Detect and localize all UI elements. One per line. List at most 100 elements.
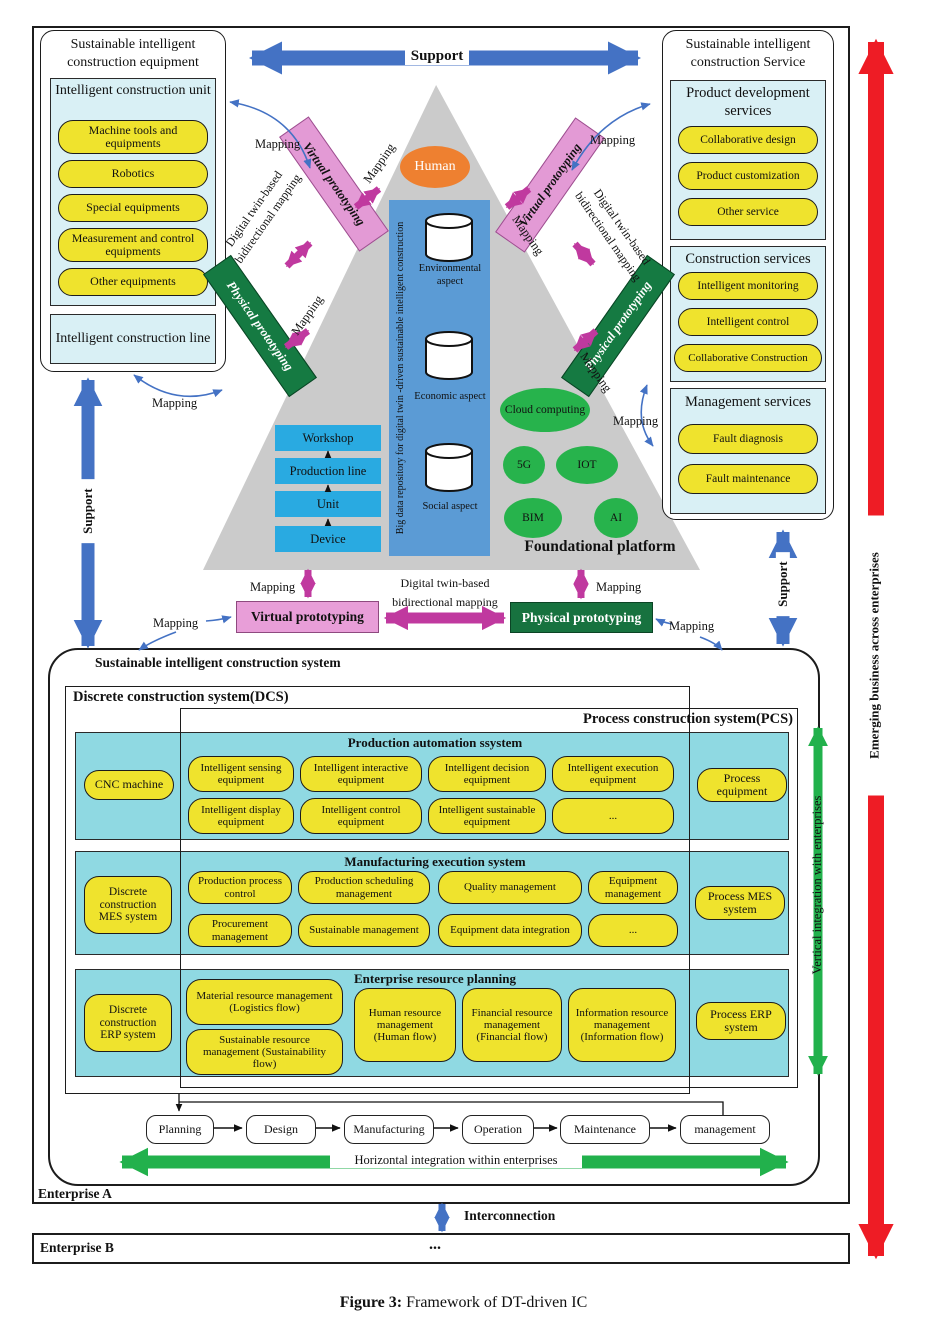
row-pill: Intelligent execution equipment [552,756,674,792]
foundational-platform-label: Foundational platform [524,538,676,555]
dt-mapping-line2: bidirectional mapping [392,594,498,609]
row-pill: Equipment data integration [438,914,582,947]
mapping-label: Mapping [153,616,199,630]
figure-caption-label: Figure 3: [339,1294,403,1311]
enterprise-b-label: Enterprise B [40,1240,114,1255]
cnc-machine-pill: CNC machine [84,770,174,800]
row-pill: Financial resource management (Financial… [462,988,562,1062]
row-pill: Intelligent sustainable equipment [428,798,546,834]
row-pill: Intelligent control equipment [300,798,422,834]
dcs-box [65,686,690,1094]
row-pill: Production process control [188,871,292,904]
mapping-label: Mapping [596,580,642,594]
row-pill: Information resource management (Informa… [568,988,676,1062]
row-pill: Intelligent display equipment [188,798,294,834]
tech-5g: 5G [503,446,545,484]
service-pill: Collaborative design [678,126,818,154]
level-production-line: Production line [275,458,381,484]
level-device: Device [275,526,381,552]
pcs-box [180,708,798,1088]
tech-cloud-computing: Cloud computing [500,388,590,432]
unit-box-title: Intelligent construction unit [55,83,211,98]
horizontal-integration-label: Horizontal integration within enterprise… [330,1153,582,1168]
construction-services-title: Construction services [685,251,811,267]
service-panel-title: Sustainable intelligent construction Ser… [685,37,811,70]
row-pill: Human resource management (Human flow) [354,988,456,1062]
level-workshop: Workshop [275,425,381,451]
aspect-label: Economic aspect [414,391,486,402]
process-equipment-pill: Process equipment [697,768,787,802]
stage-design: Design [246,1115,316,1144]
human-ellipse: Human [400,146,470,188]
support-label-left: Support [80,479,96,544]
row-pill: Intelligent decision equipment [428,756,546,792]
enterprise-a-label: Enterprise A [38,1186,112,1201]
mapping-label: Mapping [255,137,301,151]
dt-mapping-line1: Digital twin-based [400,576,490,590]
mapping-label: Mapping [152,396,198,410]
row-pill: ... [552,798,674,834]
mapping-label: Mapping [669,619,715,633]
process-mes-pill: Process MES system [695,886,785,920]
intelligent-construction-line-box: Intelligent construction line [50,314,216,364]
dcs-label: Discrete construction system(DCS) [73,689,289,705]
row-pill: Production scheduling management [298,871,430,904]
stage-planning: Planning [146,1115,214,1144]
physical-prototyping-box: Physical prototyping [510,602,653,633]
equipment-pill: Other equipments [58,268,208,296]
row-pill: ... [588,914,678,947]
repository-label: Big data repository for digital twin -dr… [395,221,406,535]
stage-maintenance: Maintenance [560,1115,650,1144]
row-pill: Material resource management (Logistics … [186,979,343,1025]
sic-system-title: Sustainable intelligent construction sys… [95,655,341,670]
row-pill: Intelligent sensing equipment [188,756,294,792]
row-header: Production automation ssystem [347,735,523,750]
row-pill: Sustainable resource management (Sustain… [186,1029,343,1075]
service-pill: Fault diagnosis [678,424,818,454]
emerging-business-label: Emerging business across enterprises [867,515,885,796]
equipment-pill: Machine tools and equipments [58,120,208,154]
pcs-label: Process construction system(PCS) [583,711,793,727]
aspect-label: Environmental aspect [418,263,482,288]
interconnection-label: Interconnection [464,1208,556,1223]
dt-mapping-text-center: Digital twin-based bidirectional mapping [388,574,502,611]
tech-bim: BIM [504,498,562,538]
service-pill: Fault maintenance [678,464,818,494]
row-pill: Intelligent interactive equipment [300,756,422,792]
service-pill: Product customization [678,162,818,190]
service-pill: Intelligent control [678,308,818,336]
stage-manufacturing: Manufacturing [344,1115,434,1144]
equipment-pill: Special equipments [58,194,208,222]
equipment-panel-title: Sustainable intelligent construction equ… [67,37,199,70]
enterprise-b-box [32,1233,850,1264]
row-header: Enterprise resource planning [353,971,517,986]
tech-iot: IOT [556,446,618,484]
stage-operation: Operation [462,1115,534,1144]
stage-management: management [680,1115,770,1144]
row-header: Manufacturing execution system [344,854,526,869]
enterprise-b-dots: ... [429,1236,441,1253]
discrete-mes-pill: Discrete construction MES system [84,876,172,934]
service-pill: Other service [678,198,818,226]
row-pill: Quality management [438,871,582,904]
virtual-prototyping-box: Virtual prototyping [236,601,379,633]
support-label-top: Support [405,48,469,65]
process-erp-pill: Process ERP system [696,1002,786,1040]
figure-caption-text: Framework of DT-driven IC [402,1294,588,1311]
management-services-title: Management services [684,394,812,410]
service-pill: Intelligent monitoring [678,272,818,300]
figure-caption: Figure 3: Framework of DT-driven IC [0,1294,927,1312]
equipment-pill: Measurement and control equipments [58,228,208,262]
tech-ai: AI [594,498,638,538]
row-pill: Procurement management [188,914,292,947]
discrete-erp-pill: Discrete construction ERP system [84,994,172,1052]
mapping-label: Mapping [250,580,296,594]
row-pill: Sustainable management [298,914,430,947]
row-pill: Equipment management [588,871,678,904]
service-pill: Collaborative Construction [674,344,822,372]
vertical-integration-label: Vertical integration with enterprises [810,795,824,975]
product-dev-services-title: Product development services [686,85,810,120]
support-label-right: Support [775,552,791,617]
mapping-label: Mapping [590,133,636,147]
